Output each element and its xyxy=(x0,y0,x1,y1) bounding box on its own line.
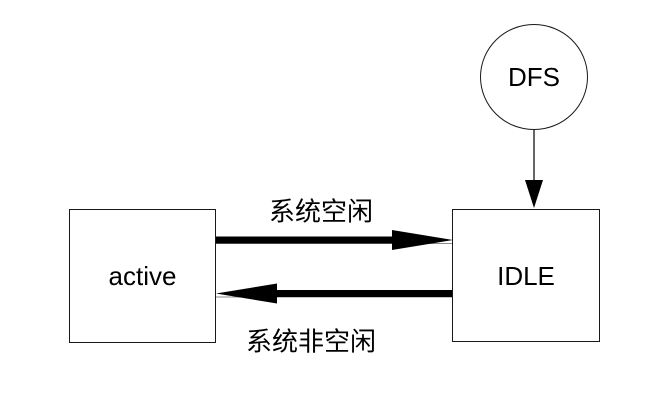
edge-label-system-busy: 系统非空闲 xyxy=(245,321,377,359)
node-active-label: active xyxy=(108,261,177,291)
node-active: active xyxy=(69,209,216,343)
active-to-idle-arrowhead xyxy=(392,230,453,250)
dfs-to-idle-arrowhead xyxy=(525,180,543,208)
idle-to-active-arrowhead xyxy=(216,283,277,304)
node-dfs-label: DFS xyxy=(508,62,560,92)
node-idle-label: IDLE xyxy=(497,260,555,291)
node-idle: IDLE xyxy=(452,209,600,342)
edge-label-system-idle: 系统空闲 xyxy=(268,191,374,229)
node-dfs: DFS xyxy=(480,24,588,130)
